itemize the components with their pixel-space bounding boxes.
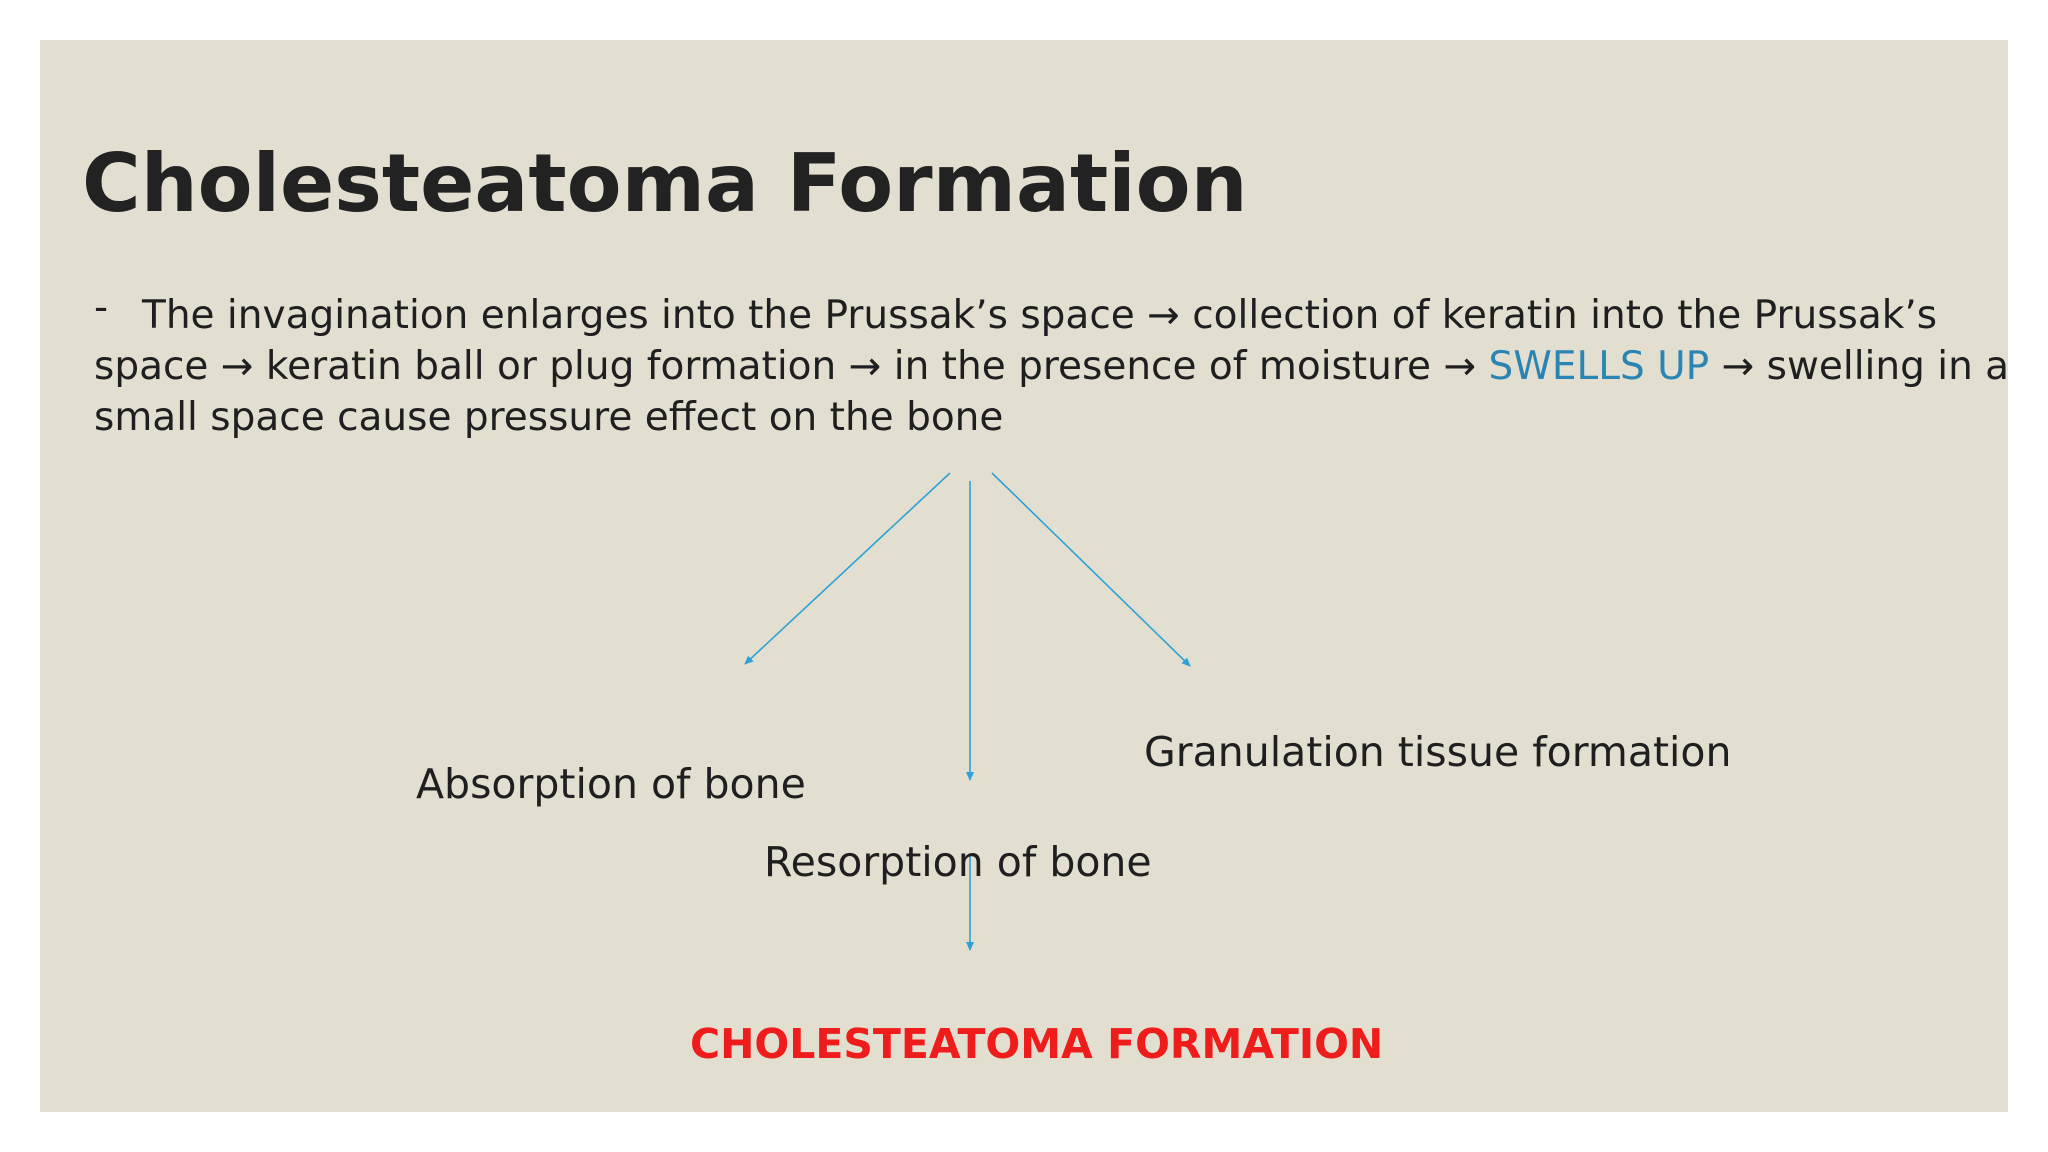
swells-up-highlight: SWELLS UP — [1488, 344, 1710, 389]
flow-arrows — [744, 472, 1191, 951]
bullet-marker: - — [94, 285, 109, 330]
node-resorption-of-bone: Resorption of bone — [764, 838, 1152, 886]
arrow-to-granulation — [991, 472, 1191, 667]
node-granulation-tissue-formation: Granulation tissue formation — [1144, 728, 1732, 776]
bullet-text-end: → swelling in a small space cause pressu… — [94, 344, 2008, 440]
node-cholesteatoma-formation: CHOLESTEATOMA FORMATION — [690, 1020, 1384, 1068]
arrow-to-absorption — [744, 472, 951, 665]
slide-title: Cholesteatoma Formation — [82, 137, 1248, 230]
bullet-text-start: The invagination enlarges into the Pruss… — [94, 293, 1938, 389]
node-absorption-of-bone: Absorption of bone — [416, 760, 806, 808]
slide: Cholesteatoma Formation -The invaginatio… — [40, 40, 2008, 1112]
bullet-point: -The invagination enlarges into the Prus… — [94, 285, 2008, 443]
